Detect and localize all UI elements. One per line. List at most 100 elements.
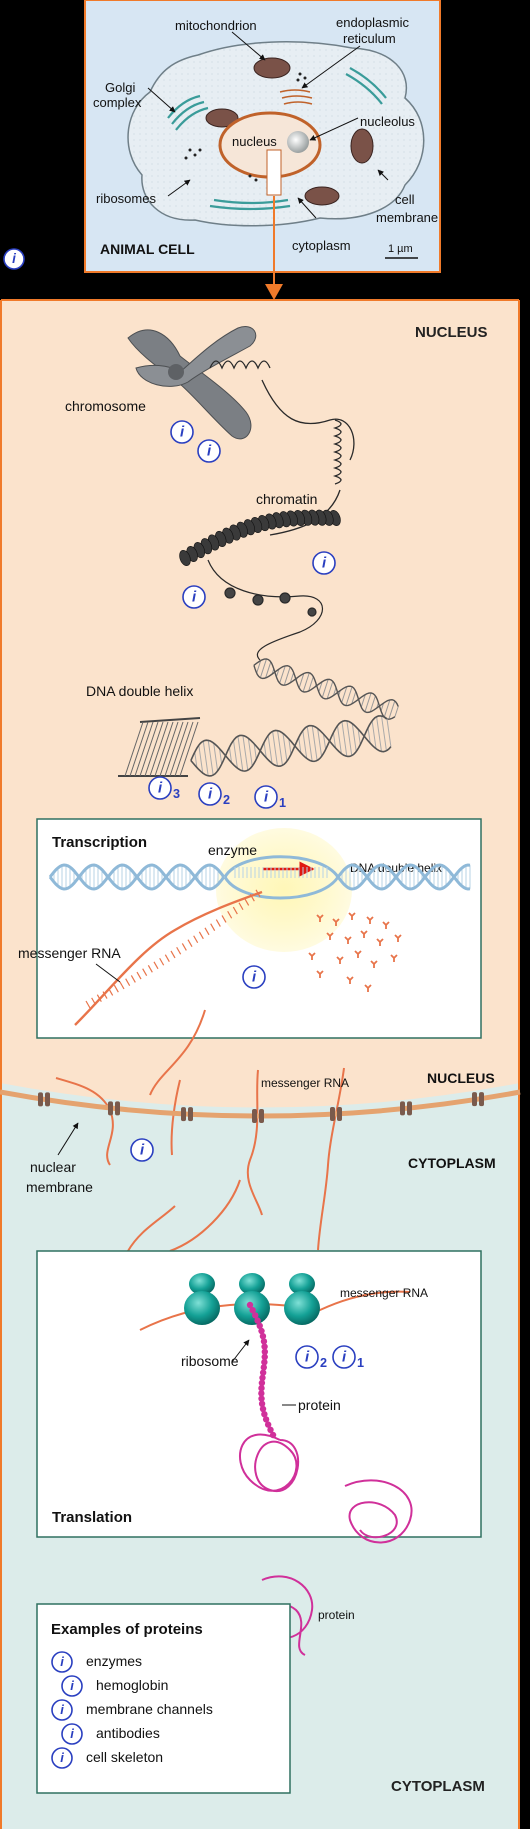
info-icon[interactable]: i	[51, 1699, 73, 1721]
region-label-nucleus-top: NUCLEUS	[415, 324, 488, 341]
protein-example-item: membrane channels	[86, 1701, 213, 1717]
info-icon[interactable]: i	[51, 1747, 73, 1769]
zoom-window	[266, 149, 282, 196]
ribosome-dots	[184, 72, 307, 182]
svg-text:i: i	[60, 1702, 64, 1717]
label-chromosome: chromosome	[65, 398, 146, 414]
svg-text:i: i	[60, 1750, 64, 1765]
label-scale: 1 µm	[388, 243, 413, 255]
info-icon[interactable]: i	[51, 1651, 73, 1673]
translation-title: Translation	[52, 1509, 132, 1526]
label-protein-translation: protein	[298, 1397, 341, 1413]
info-subscript: 2	[320, 1356, 327, 1370]
nuclear-membrane-leader	[57, 1122, 79, 1156]
growing-protein	[239, 1301, 413, 1544]
dna-helix-upper	[190, 658, 399, 777]
svg-text:i: i	[158, 781, 163, 797]
label-membrane-line2: membrane	[376, 210, 438, 225]
label-free-protein: protein	[318, 1608, 355, 1622]
svg-text:i: i	[60, 1654, 64, 1669]
info-subscript: 1	[279, 796, 286, 810]
region-label-nucleus-mid: NUCLEUS	[427, 1070, 495, 1086]
dna-ladder	[118, 717, 201, 777]
label-nuclear-line2: membrane	[26, 1179, 93, 1195]
endoplasmic-reticulum	[279, 89, 313, 105]
animal-cell-title: ANIMAL CELL	[100, 241, 195, 257]
svg-text:i: i	[264, 790, 269, 806]
svg-text:i: i	[252, 970, 257, 986]
region-label-cytoplasm-bottom: CYTOPLASM	[391, 1778, 485, 1795]
transcription-mrna	[74, 889, 263, 1026]
label-dna-double-helix: DNA double helix	[86, 683, 193, 699]
info-icon[interactable]: i	[182, 585, 206, 609]
svg-text:i: i	[140, 1143, 145, 1159]
label-enzyme: enzyme	[208, 842, 257, 858]
info-icon[interactable]: i	[130, 1138, 154, 1162]
main-panel-border	[0, 299, 520, 1829]
label-er-line2: reticulum	[343, 31, 396, 46]
svg-text:i: i	[305, 1350, 310, 1366]
transcription-title: Transcription	[52, 834, 147, 851]
examples-list: i enzymes i hemoglobin i membrane channels i an…	[51, 1651, 213, 1769]
label-membrane-line1: cell	[395, 192, 415, 207]
svg-text:i: i	[342, 1350, 347, 1366]
nucleolus-shape	[287, 131, 309, 153]
label-nuclear-line1: nuclear	[30, 1159, 76, 1175]
svg-text:i: i	[322, 556, 327, 572]
nuclear-pores	[38, 1092, 484, 1123]
info-icon[interactable]: i	[61, 1675, 83, 1697]
info-icon[interactable]: i	[3, 248, 25, 270]
label-ribosome: ribosome	[181, 1353, 239, 1369]
label-nucleus: nucleus	[232, 134, 277, 149]
protein-example-item: cell skeleton	[86, 1749, 163, 1765]
transcription-box: Transcription enzyme DNA double helix me…	[18, 818, 482, 1039]
mitochondria	[205, 57, 374, 206]
info-icon[interactable]: i	[170, 420, 194, 444]
protein-example-item: enzymes	[86, 1653, 142, 1669]
label-messenger-rna-translation: messenger RNA	[340, 1286, 428, 1300]
ribosomes	[184, 1273, 320, 1325]
protein-example-item: antibodies	[96, 1725, 160, 1741]
golgi-complex	[167, 67, 387, 211]
svg-text:i: i	[12, 251, 16, 266]
examples-box: Examples of proteins i enzymes i hemoglobin…	[36, 1603, 291, 1794]
svg-text:i: i	[70, 1678, 74, 1693]
ribosome-leader	[231, 1339, 250, 1363]
svg-text:i: i	[180, 425, 185, 441]
label-messenger-rna-membrane: messenger RNA	[261, 1076, 349, 1090]
animal-cell-panel: mitochondrion endoplasmic reticulum Golg…	[84, 0, 441, 273]
info-subscript: 1	[357, 1356, 364, 1370]
free-nucleotides	[308, 912, 402, 992]
enzyme-blob	[216, 828, 352, 952]
zoom-connector-arrowhead	[265, 284, 283, 300]
exported-mrna	[55, 1009, 345, 1252]
mrna-leader	[95, 963, 121, 983]
info-icon[interactable]: i	[61, 1723, 83, 1745]
label-cytoplasm: cytoplasm	[292, 238, 351, 253]
label-nucleolus: nucleolus	[360, 114, 415, 129]
info-icon[interactable]: i	[312, 551, 336, 575]
svg-text:i: i	[70, 1726, 74, 1741]
svg-text:i: i	[207, 444, 212, 460]
label-chromatin: chromatin	[256, 491, 317, 507]
info-icon[interactable]: i	[242, 965, 266, 989]
label-mitochondrion: mitochondrion	[175, 18, 257, 33]
chromosome-shape	[127, 326, 257, 440]
region-label-cytoplasm-mid: CYTOPLASM	[408, 1155, 496, 1171]
beads-on-string	[207, 559, 324, 661]
label-ribosomes: ribosomes	[96, 191, 156, 206]
info-subscript: 3	[173, 787, 180, 801]
svg-text:i: i	[208, 787, 213, 803]
label-er-line1: endoplasmic	[336, 15, 409, 30]
label-golgi-line1: Golgi	[105, 80, 135, 95]
protein-example-item: hemoglobin	[96, 1677, 168, 1693]
translation-box: Translation messenger RNA ribosome prote…	[36, 1250, 482, 1544]
svg-text:i: i	[192, 590, 197, 606]
info-icon[interactable]: i	[197, 439, 221, 463]
examples-title: Examples of proteins	[51, 1621, 203, 1638]
